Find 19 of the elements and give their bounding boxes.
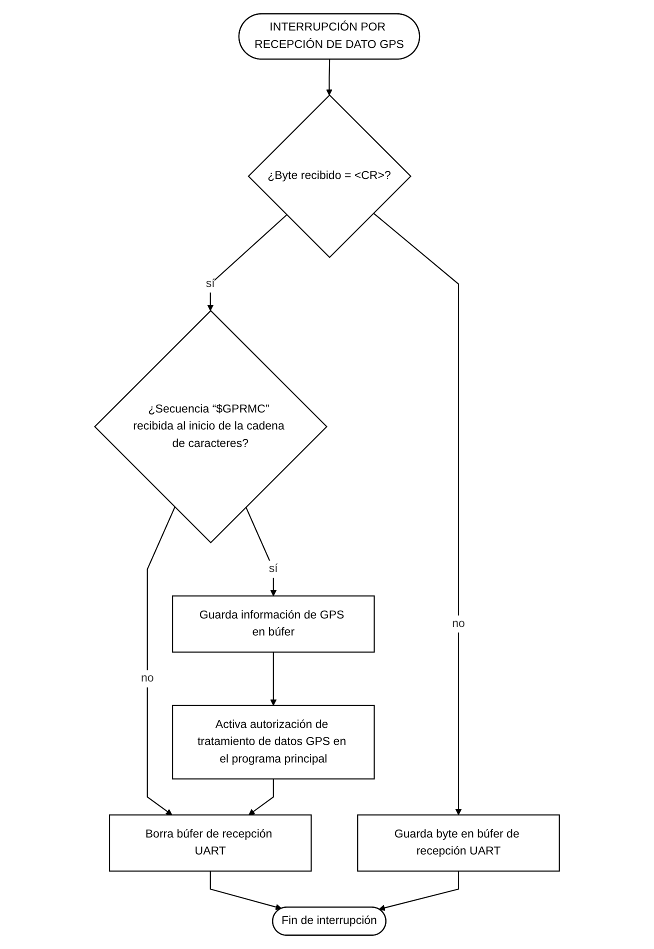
node-box: Guarda byte en búfer de recepción UART: [357, 814, 560, 872]
arrow: [248, 778, 274, 816]
node-diamond: ¿Secuencia “$GPRMC” recibida al inicio de la cadena de caracteres?: [94, 310, 328, 544]
node-box: Borra búfer de recepción UART: [108, 814, 312, 872]
arrow: [270, 652, 277, 706]
arrow: [245, 506, 277, 596]
node-box: Guarda información de GPS en búfer: [172, 595, 375, 653]
node-box: Activa autorización de tratamiento de datos GPS en el programa principal: [172, 704, 375, 780]
arrow: [207, 214, 287, 311]
edge-label: no: [140, 672, 154, 685]
arrow: [210, 871, 282, 910]
arrow: [373, 212, 462, 816]
edge-label: sí: [268, 562, 278, 576]
edge-label: sí: [206, 278, 215, 290]
arrow: [326, 60, 332, 96]
edge-label: no: [452, 618, 465, 630]
arrow: [146, 506, 176, 816]
node-diamond: ¿Byte recibido = <CR>?: [248, 94, 412, 258]
arrow: [378, 871, 459, 911]
